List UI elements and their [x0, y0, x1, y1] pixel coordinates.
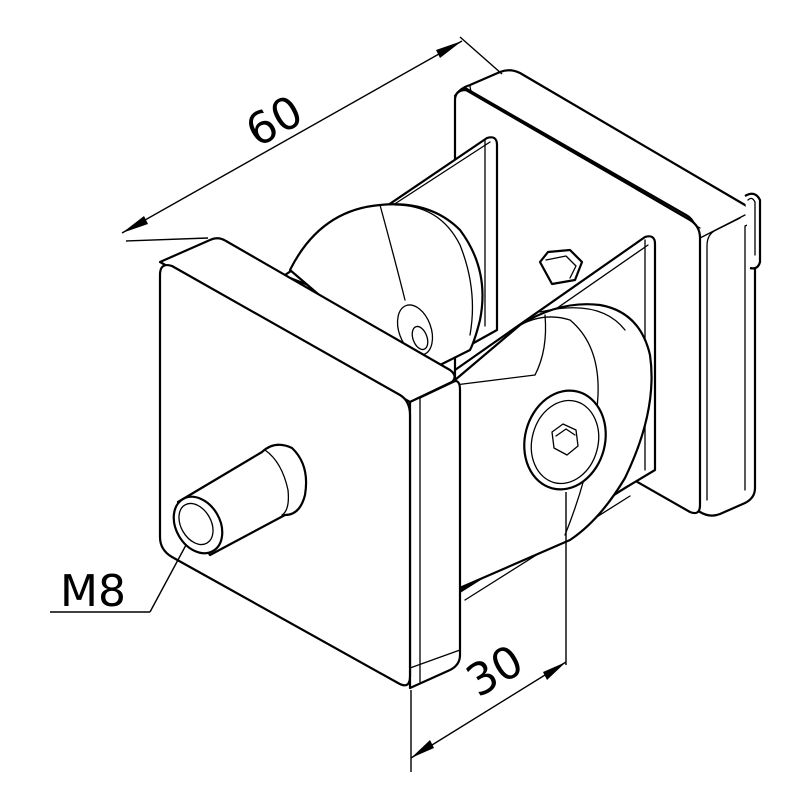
rear-hinge-leaf — [283, 136, 499, 372]
thread-label: M8 — [60, 566, 126, 617]
leader-m8: M8 — [50, 544, 187, 617]
dimension-60-label: 60 — [238, 86, 312, 158]
hex-nut-rear — [538, 248, 584, 286]
dimension-30-label: 30 — [458, 635, 532, 707]
threaded-stud — [172, 443, 308, 557]
hex-socket-icon — [551, 423, 579, 456]
socket-head-screw — [523, 389, 607, 491]
